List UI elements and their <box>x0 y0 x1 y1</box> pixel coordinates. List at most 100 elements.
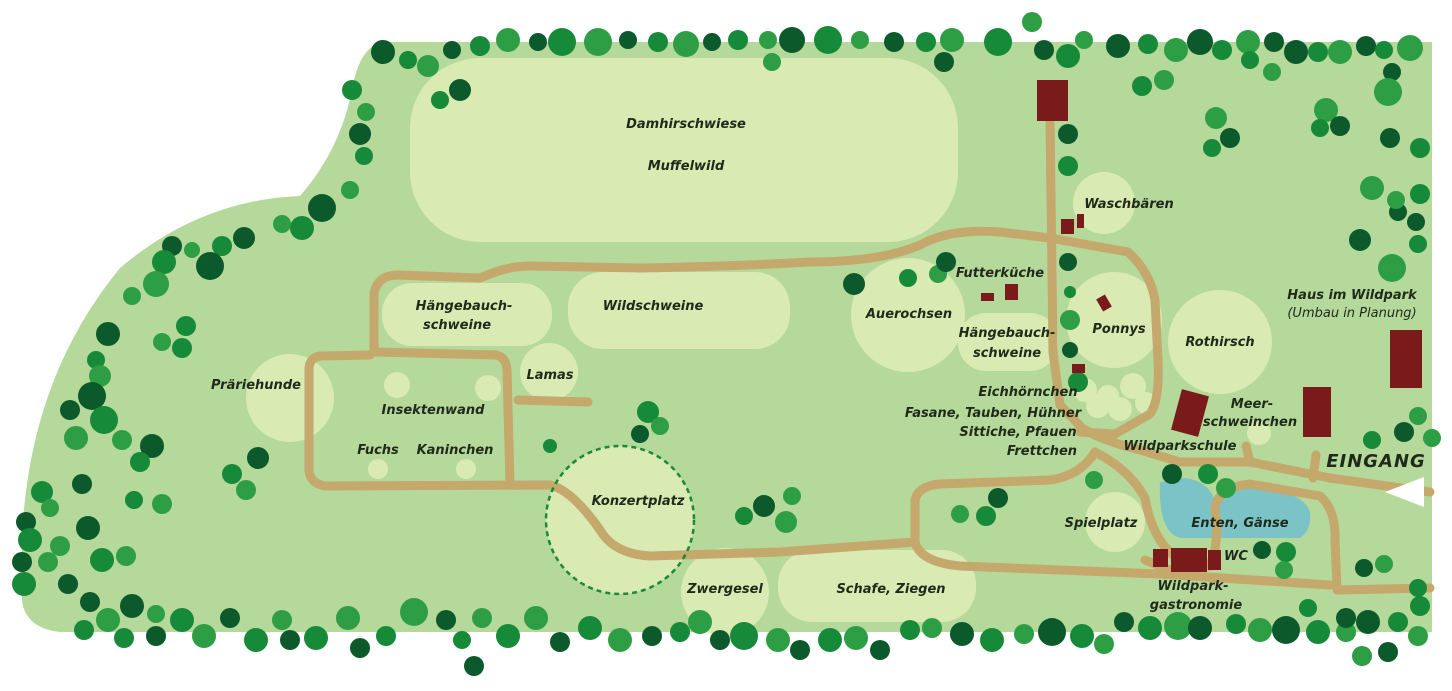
tree <box>176 316 196 336</box>
tree <box>1198 464 1218 484</box>
label-konzertplatz: Konzertplatz <box>591 494 685 509</box>
building-gastronomie <box>1171 548 1207 572</box>
tree <box>870 640 890 660</box>
tree <box>608 628 632 652</box>
tree <box>1068 372 1088 392</box>
tree <box>247 447 269 469</box>
tree <box>90 548 114 572</box>
label-meerschweinchen-2: schweinchen <box>1202 415 1298 430</box>
building-futterkueche <box>1005 284 1018 300</box>
label-muffelwild: Muffelwild <box>647 159 725 174</box>
tree <box>1162 464 1182 484</box>
label-insektenwand: Insektenwand <box>381 403 485 418</box>
tree <box>464 656 484 676</box>
tree <box>472 608 492 628</box>
tree <box>1410 184 1430 204</box>
tree <box>1272 616 1300 644</box>
haengebauchschweine-west-meadow <box>382 283 552 346</box>
tree <box>1410 596 1430 616</box>
tree <box>976 506 996 526</box>
damhirschwiese-meadow <box>410 58 958 242</box>
tree <box>112 430 132 450</box>
tree <box>1299 599 1317 617</box>
tree <box>1253 541 1271 559</box>
tree <box>735 507 753 525</box>
tree <box>1423 429 1441 447</box>
tree <box>12 552 32 572</box>
tree <box>984 28 1012 56</box>
label-haengebauchschweine-east-1: Hängebauch- <box>958 326 1056 341</box>
label-ponnys: Ponnys <box>1092 322 1146 337</box>
tree <box>543 439 557 453</box>
label-fasane: Fasane, Tauben, Hühner <box>904 406 1082 421</box>
tree <box>87 351 105 369</box>
tree <box>1360 176 1384 200</box>
tree <box>1378 642 1398 662</box>
tree <box>1114 612 1134 632</box>
label-kaninchen: Kaninchen <box>416 443 494 458</box>
tree <box>1374 78 1402 106</box>
tree <box>125 491 143 509</box>
tree <box>936 252 956 272</box>
tree <box>779 27 805 53</box>
building-ponnys <box>1096 294 1112 312</box>
tree <box>637 401 659 423</box>
tree <box>1375 555 1393 573</box>
tree <box>1355 559 1373 577</box>
konzertplatz-outline <box>544 444 696 596</box>
label-meerschweinchen-1: Meer- <box>1230 397 1274 412</box>
tree <box>670 622 690 642</box>
building-wc <box>1208 550 1221 570</box>
tree <box>1248 618 1272 642</box>
tree <box>1409 407 1427 425</box>
tree <box>74 620 94 640</box>
tree <box>1059 253 1077 271</box>
enclosures <box>246 58 1272 636</box>
tree <box>355 147 373 165</box>
tree <box>951 505 969 523</box>
tree <box>280 630 300 650</box>
tree <box>64 426 88 450</box>
tree <box>1132 76 1152 96</box>
tree <box>1409 235 1427 253</box>
tree <box>818 628 842 652</box>
label-fuchs: Fuchs <box>357 443 399 458</box>
label-waschbaeren: Waschbären <box>1084 197 1174 212</box>
tree <box>357 103 375 121</box>
tree <box>1164 612 1192 640</box>
tree <box>96 322 120 346</box>
insect-spot-2 <box>475 375 501 401</box>
tree <box>453 631 471 649</box>
tree <box>1085 471 1103 489</box>
tree <box>1394 422 1414 442</box>
tree <box>1349 229 1371 251</box>
tree <box>50 536 70 556</box>
tree <box>766 628 790 652</box>
tree <box>470 36 490 56</box>
label-praeriehunde: Präriehunde <box>211 378 301 393</box>
tree <box>222 464 242 484</box>
entrance-arrow-icon[interactable] <box>1385 477 1424 507</box>
label-wildschweine: Wildschweine <box>602 299 704 314</box>
tree <box>529 33 547 51</box>
tree <box>1038 618 1066 646</box>
label-lamas: Lamas <box>526 368 574 383</box>
building-waschbaeren <box>1061 219 1074 234</box>
tree <box>140 434 164 458</box>
tree <box>759 31 777 49</box>
tree <box>172 338 192 358</box>
tree <box>1216 478 1236 498</box>
tree <box>1058 156 1078 176</box>
tree <box>431 91 449 109</box>
label-damhirschwiese: Damhirschwiese <box>626 117 746 132</box>
tree <box>753 495 775 517</box>
tree <box>1388 612 1408 632</box>
tree <box>236 480 256 500</box>
label-wc: WC <box>1224 549 1248 564</box>
tree <box>710 630 730 650</box>
tree <box>1226 614 1246 634</box>
tree <box>436 610 456 630</box>
waschbaeren-meadow <box>1073 172 1135 234</box>
tree <box>1356 610 1380 634</box>
tree <box>72 474 92 494</box>
